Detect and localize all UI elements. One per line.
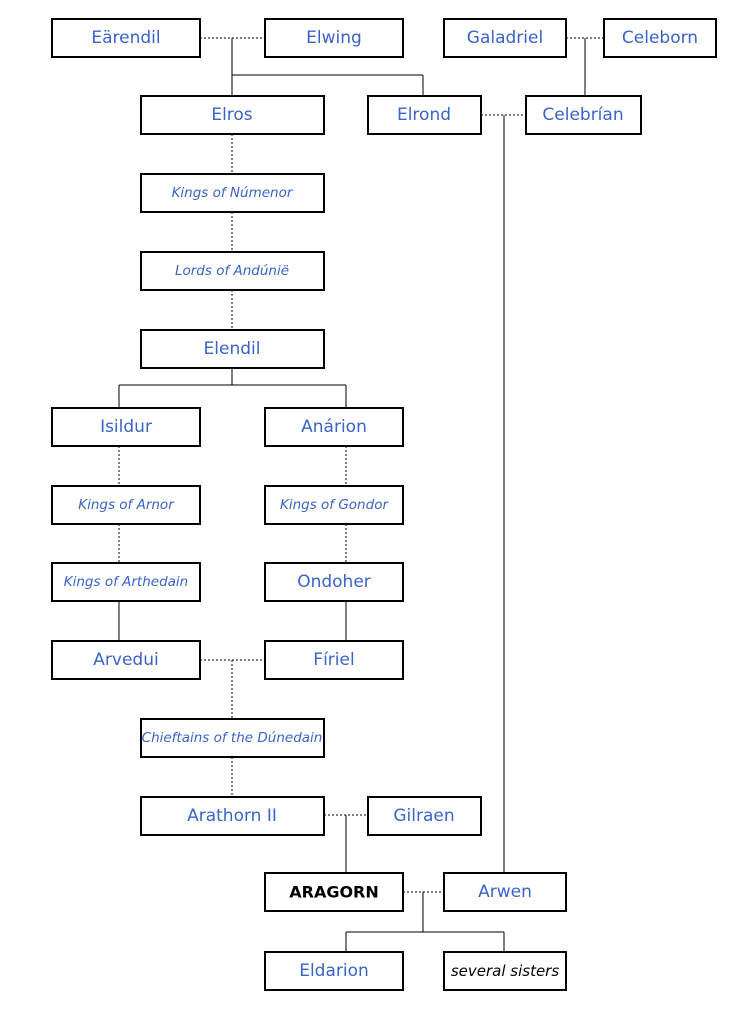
node-arwen: Arwen: [443, 872, 567, 912]
node-ondoher: Ondoher: [264, 562, 404, 602]
node-label: Fíriel: [313, 650, 354, 670]
node-label: Kings of Arnor: [78, 497, 175, 513]
node-label: Arwen: [478, 882, 532, 902]
node-elrond: Elrond: [367, 95, 482, 135]
node-label: Kings of Arthedain: [64, 574, 188, 590]
node-label: Lords of Andúnië: [175, 263, 289, 279]
node-label: Elrond: [397, 105, 451, 125]
node-label: Elendil: [204, 339, 261, 359]
node-label: Gilraen: [393, 806, 454, 826]
node-label: Arathorn II: [187, 806, 277, 826]
node-label: Chieftains of the Dúnedain: [142, 730, 323, 746]
node-kings-of-arthedain: Kings of Arthedain: [51, 562, 201, 602]
node-earendil: Eärendil: [51, 18, 201, 58]
node-celeborn: Celeborn: [603, 18, 717, 58]
node-kings-of-numenor: Kings of Númenor: [140, 173, 325, 213]
node-elendil: Elendil: [140, 329, 325, 369]
node-label: Arvedui: [93, 650, 158, 670]
node-gilraen: Gilraen: [367, 796, 482, 836]
node-label: ARAGORN: [289, 883, 379, 902]
node-arathorn-ii: Arathorn II: [140, 796, 325, 836]
node-label: Celebrían: [542, 105, 623, 125]
node-label: Elwing: [306, 28, 362, 48]
node-anarion: Anárion: [264, 407, 404, 447]
node-label: Anárion: [301, 417, 367, 437]
node-elros: Elros: [140, 95, 325, 135]
node-label: Kings of Númenor: [172, 185, 294, 201]
node-label: Kings of Gondor: [280, 497, 389, 513]
node-label: Eldarion: [299, 961, 369, 981]
node-aragorn: ARAGORN: [264, 872, 404, 912]
connector-lines: [118, 37, 604, 952]
node-elwing: Elwing: [264, 18, 404, 58]
node-arvedui: Arvedui: [51, 640, 201, 680]
node-label: Galadriel: [467, 28, 543, 48]
node-kings-of-arnor: Kings of Arnor: [51, 485, 201, 525]
node-celebrian: Celebrían: [525, 95, 642, 135]
node-label: several sisters: [451, 962, 560, 980]
node-galadriel: Galadriel: [443, 18, 567, 58]
node-label: Ondoher: [297, 572, 371, 592]
node-eldarion: Eldarion: [264, 951, 404, 991]
node-isildur: Isildur: [51, 407, 201, 447]
node-several-sisters: several sisters: [443, 951, 567, 991]
node-label: Celeborn: [622, 28, 698, 48]
node-kings-of-gondor: Kings of Gondor: [264, 485, 404, 525]
node-label: Elros: [211, 105, 252, 125]
node-label: Eärendil: [91, 28, 160, 48]
node-firiel: Fíriel: [264, 640, 404, 680]
node-lords-of-andunie: Lords of Andúnië: [140, 251, 325, 291]
node-label: Isildur: [100, 417, 152, 437]
node-chieftains-of-the-dunedain: Chieftains of the Dúnedain: [140, 718, 325, 758]
